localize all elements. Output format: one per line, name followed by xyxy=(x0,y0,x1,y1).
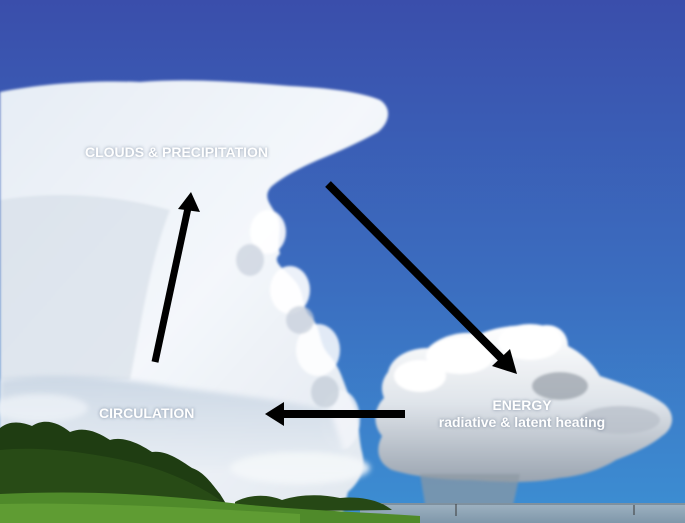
arrow-circulation-to-clouds xyxy=(151,192,200,363)
ground-and-trees xyxy=(0,421,635,523)
label-energy-title: ENERGY xyxy=(492,397,552,413)
water xyxy=(360,503,685,523)
label-energy: ENERGY radiative & latent heating xyxy=(426,397,618,431)
arrow-energy-to-circulation xyxy=(265,402,405,426)
label-circulation: CIRCULATION xyxy=(99,405,195,421)
label-clouds-precipitation: CLOUDS & PRECIPITATION xyxy=(85,144,269,160)
label-energy-subtitle: radiative & latent heating xyxy=(438,414,606,430)
arrow-clouds-to-energy xyxy=(325,181,517,374)
small-thunderstorm-cloud xyxy=(375,324,673,510)
